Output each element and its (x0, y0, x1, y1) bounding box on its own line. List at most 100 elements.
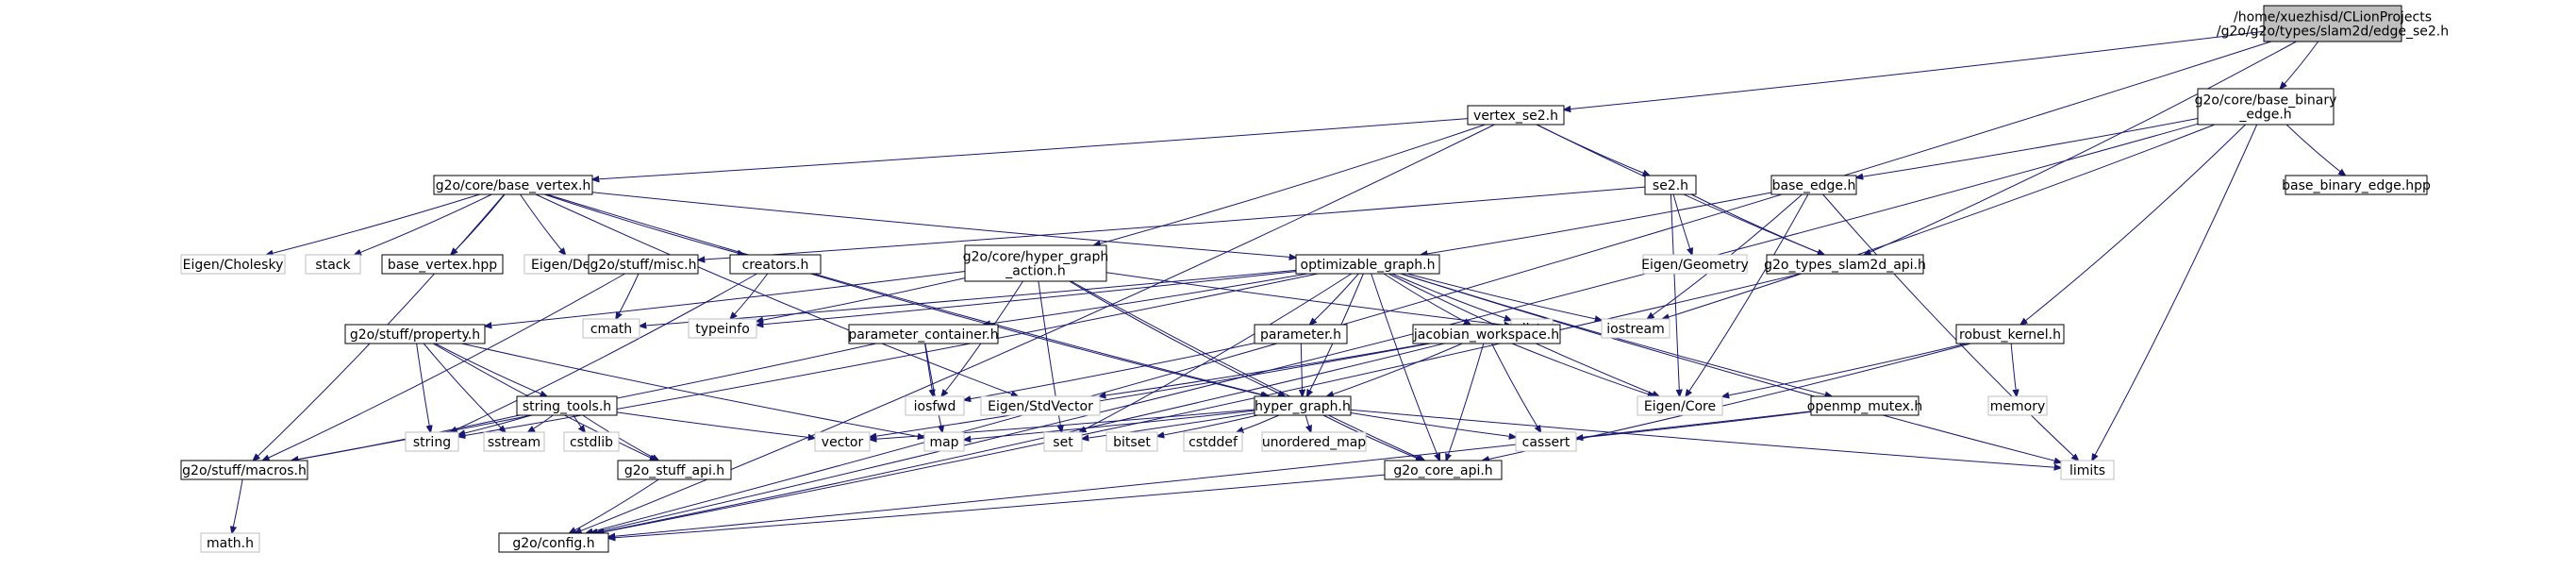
node-base-binary-edge[interactable]: g2o/core/base_binary_edge.h (2195, 88, 2337, 126)
node-label: optimizable_graph.h (1301, 258, 1436, 273)
node-se2[interactable]: se2.h (1644, 175, 1697, 195)
node-label: g2o/core/base_vertex.h (436, 178, 591, 193)
node-box (1254, 395, 1352, 416)
edge-hyper_graph-to-vector (870, 409, 1255, 440)
node-label: hyper_graph.h (1255, 399, 1351, 414)
edge-vertex_se2-to-base_vertex (592, 118, 1469, 180)
edge-optimizable_graph-to-jacobian_workspace (1383, 273, 1471, 325)
edge-base_vertex-to-eigen_dense (520, 193, 566, 255)
node-box (433, 175, 593, 195)
node-box (180, 460, 308, 480)
node-box (923, 431, 965, 452)
node-label: g2o/stuff/property.h (350, 327, 480, 343)
node-cassert: cassert (1515, 431, 1577, 452)
edge-hyper_graph_action-to-hyper_graph (1069, 280, 1286, 396)
node-label: g2o_core_api.h (1393, 463, 1492, 478)
node-box (344, 324, 486, 344)
node-box (617, 460, 732, 480)
node-box (516, 395, 618, 416)
node-vertex-se2[interactable]: vertex_se2.h (1467, 105, 1565, 126)
edge-string_tools-to-string (458, 414, 532, 435)
node-box (200, 532, 260, 553)
edge-optimizable_graph-to-iostream (1406, 273, 1602, 320)
node-box (1467, 105, 1565, 126)
edge-creators-to-string (450, 273, 757, 432)
edge-hyper_graph-to-bitset (1157, 414, 1258, 436)
node-openmp-mutex[interactable]: openmp_mutex.h (1807, 395, 1922, 416)
node-box (1254, 324, 1348, 344)
edge-base_edge-to-limits (1822, 193, 2079, 461)
edge-jacobian_workspace-to-eigen_core (1511, 343, 1654, 396)
edge-property-to-sstream (423, 343, 506, 432)
edge-base_vertex-to-creators (543, 193, 744, 255)
node-base-vertex-hpp[interactable]: base_vertex.hpp (381, 254, 504, 275)
node-macros[interactable]: g2o/stuff/macros.h (180, 460, 308, 480)
node-property[interactable]: g2o/stuff/property.h (344, 324, 486, 344)
edge-base_edge-to-optimizable_graph (1421, 192, 1772, 255)
node-box (2263, 5, 2402, 42)
node-optimizable-graph[interactable]: optimizable_graph.h (1295, 254, 1440, 275)
node-label: g2o/core/hyper_graph (963, 250, 1109, 265)
edge-string_tools-to-stuff_api (582, 414, 658, 461)
edge-core_api-to-config (608, 474, 1386, 538)
node-sstream: sstream (483, 431, 545, 452)
edge-base_vertex-to-optimizable_graph (591, 192, 1296, 258)
nodes-layer: /home/xuezhisd/CLionProjects/g2o/g2o/typ… (180, 5, 2449, 553)
node-stack: stack (305, 254, 361, 275)
edge-stuff_api-to-config (570, 478, 659, 533)
node-typeinfo: typeinfo (688, 318, 757, 339)
node-bitset: bitset (1105, 431, 1158, 452)
node-slam2d-api[interactable]: g2o_types_slam2d_api.h (1764, 254, 1926, 275)
node-jacobian-workspace[interactable]: jacobian_workspace.h (1412, 324, 1561, 344)
edge-openmp_mutex-to-cassert (1576, 411, 1812, 438)
edge-base_edge-to-eigen_core (1686, 193, 1809, 396)
edge-root-to-slam2d_api (1864, 41, 2297, 255)
edge-base_binary_edge-to-iostream (1662, 124, 2216, 319)
edge-robust_kernel-to-memory (2010, 343, 2017, 396)
edge-openmp_mutex-to-config (608, 411, 1812, 537)
node-base-vertex[interactable]: g2o/core/base_vertex.h (433, 175, 593, 195)
edge-optimizable_graph-to-list (1391, 273, 1511, 320)
edge-hyper_graph_action-to-core_api (1071, 280, 1425, 461)
node-base-binary-edge-hpp[interactable]: base_binary_edge.hpp (2282, 175, 2431, 195)
node-misc[interactable]: g2o/stuff/misc.h (588, 254, 699, 275)
node-box (1955, 324, 2065, 344)
node-root[interactable]: /home/xuezhisd/CLionProjects/g2o/g2o/typ… (2217, 5, 2449, 42)
edge-optimizable_graph-to-parameter_container (984, 273, 1308, 325)
node-creators[interactable]: creators.h (729, 254, 822, 275)
node-unordered-map: unordered_map (1261, 431, 1367, 452)
node-box (1105, 431, 1158, 452)
node-string-tools[interactable]: string_tools.h (516, 395, 618, 416)
edge-hyper_graph-to-cstddef (1237, 414, 1280, 432)
node-parameter[interactable]: parameter.h (1254, 324, 1348, 344)
node-label: string_tools.h (523, 399, 611, 414)
node-label: cmath (590, 322, 632, 337)
node-label: typeinfo (695, 322, 750, 337)
node-label: stack (315, 258, 351, 273)
node-base-edge[interactable]: base_edge.h (1770, 175, 1857, 195)
node-label: vector (822, 435, 864, 450)
edge-se2-to-slam2d_api (1690, 193, 1824, 255)
edge-jacobian_workspace-to-cassert (1491, 343, 1541, 432)
node-box (2285, 175, 2428, 195)
node-hyper-graph-action[interactable]: g2o/core/hyper_graph_action.h (963, 244, 1109, 282)
edges-layer (232, 30, 2346, 538)
node-parameter-container[interactable]: parameter_container.h (848, 324, 999, 344)
node-hyper-graph[interactable]: hyper_graph.h (1254, 395, 1352, 416)
node-eigen-stdvector: Eigen/StdVector (980, 395, 1101, 416)
node-cstddef: cstddef (1183, 431, 1243, 452)
edge-hyper_graph_action-to-set (1038, 280, 1062, 432)
edge-root-to-vertex_se2 (1564, 30, 2265, 109)
node-robust-kernel[interactable]: robust_kernel.h (1955, 324, 2065, 344)
node-label: Eigen/Core (1644, 399, 1716, 414)
edge-base_vertex-to-eigen_cholesky (266, 193, 480, 255)
node-core-api[interactable]: g2o_core_api.h (1384, 460, 1503, 480)
node-config[interactable]: g2o/config.h (498, 532, 609, 553)
node-box (405, 431, 459, 452)
edge-hyper_graph-to-set (1082, 412, 1255, 439)
node-label: map (929, 435, 958, 450)
node-box (848, 324, 999, 344)
node-box (588, 254, 699, 275)
node-stuff-api[interactable]: g2o_stuff_api.h (617, 460, 732, 480)
node-box (688, 318, 757, 339)
